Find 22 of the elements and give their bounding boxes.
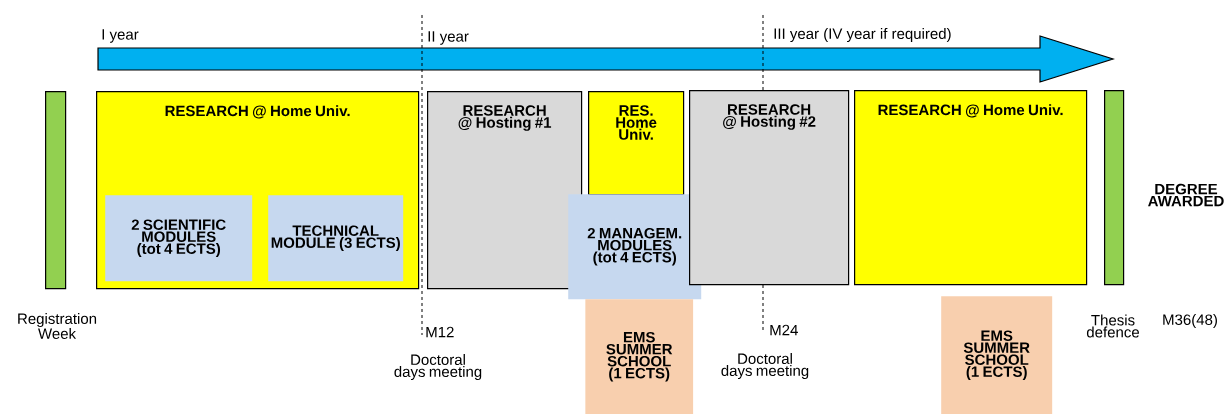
year-label: II year — [428, 31, 469, 45]
defence-bar — [1104, 90, 1125, 286]
research-box: RESEARCH @ Hosting #2 — [689, 90, 850, 286]
research-box: RES. Home Univ. — [588, 91, 685, 196]
summer-school-box: EMS SUMMER SCHOOL (1 ECTS) — [585, 299, 694, 414]
registration-bar — [45, 91, 67, 290]
year-label: I year — [102, 29, 139, 43]
module-box: 2 MANAGEM. MODULES (tot 4 ECTS) — [568, 194, 702, 300]
degree-text: DEGREE AWARDED — [1148, 183, 1224, 207]
module-box: 2 SCIENTIFIC MODULES (tot 4 ECTS) — [105, 195, 253, 282]
research-box: RESEARCH @ Hosting #1 — [427, 91, 583, 290]
milestone-label: M24 — [770, 324, 798, 336]
milestone-label: M12 — [426, 326, 454, 338]
research-box: RESEARCH @ Home Univ. — [854, 90, 1088, 286]
summer-school-box: EMS SUMMER SCHOOL (1 ECTS) — [941, 296, 1053, 414]
milestone-label: M36(48) — [1163, 314, 1217, 328]
caption-text: Thesis defence — [1086, 314, 1139, 338]
meeting-label: Doctoral days meeting — [394, 354, 482, 380]
module-box: TECHNICAL MODULE (3 ECTS) — [268, 195, 404, 282]
year-label: III year (IV year if required) — [774, 28, 951, 42]
caption-text: Registration Week — [18, 313, 97, 339]
meeting-label: Doctoral days meeting — [721, 353, 809, 379]
